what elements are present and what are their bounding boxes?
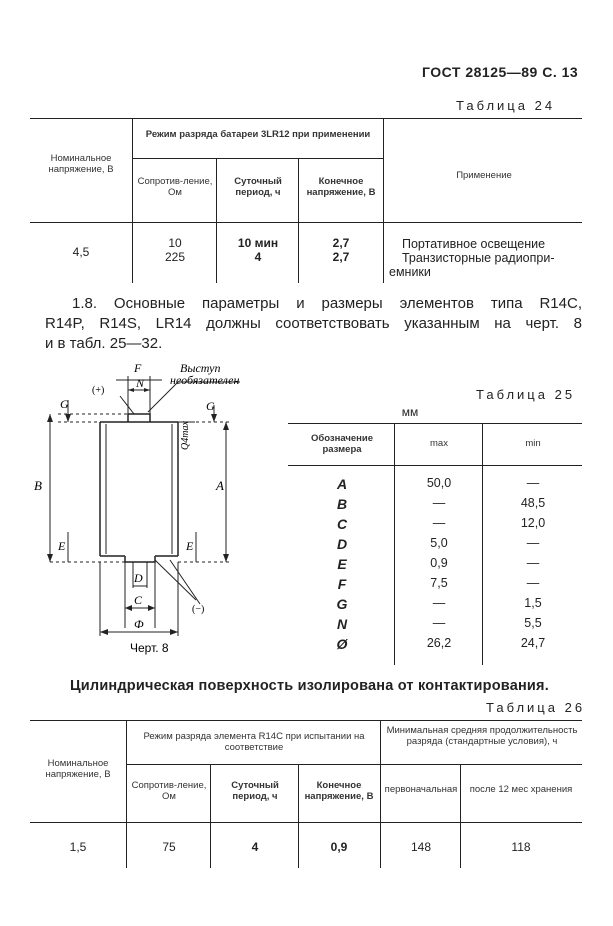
table25-cell-designation: F — [337, 576, 347, 592]
table26-col-nominal: Номинальное напряжение, В — [45, 758, 111, 780]
table24-group-header: Режим разряда батареи 3LR12 при применен… — [145, 129, 371, 140]
table24-cell-application-1: Портативное освещение — [402, 237, 546, 251]
table25-cell-min: 24,7 — [520, 636, 546, 650]
drawing-letter-D: D — [133, 571, 143, 585]
table25-col-max: max — [430, 438, 448, 449]
drawing-fig8: F N (+) Выступ необязателен G G B A Q4ma… — [34, 361, 240, 655]
table25-cell-min: 48,5 — [520, 496, 546, 510]
table26-col-initial: первоначальная — [384, 784, 458, 795]
table26-cell-nominal: 1,5 — [69, 840, 87, 854]
table25-cell-min: 12,0 — [520, 516, 546, 530]
drawing-caption: Черт. 8 — [130, 641, 169, 655]
paragraph-line-2: R14P, R14S, LR14 должны соответствовать … — [45, 315, 582, 332]
drawing-letter-G-left: G — [60, 397, 69, 411]
table26-cell-daily: 4 — [251, 840, 259, 854]
table26-cell-initial: 148 — [410, 840, 432, 854]
table24-cell-daily-1: 10 мин — [237, 236, 279, 250]
table25-cell-max: 0,9 — [430, 556, 448, 570]
table25-cell-designation: N — [336, 616, 348, 632]
page-header: ГОСТ 28125—89 С. 13 — [422, 64, 579, 80]
table26-col-resistance: Сопротив-ление, Ом — [131, 780, 207, 802]
table25-caption: Таблица 25 — [476, 387, 576, 402]
table25-cell-designation: B — [336, 496, 348, 512]
table25-cell-max: — — [432, 496, 446, 510]
drawing-label-protrusion-1: Выступ — [180, 361, 220, 375]
table25-cell-designation: A — [336, 476, 348, 492]
table26-cell-after: 118 — [511, 840, 531, 854]
table24-col-resistance: Сопротив-ление, Ом — [137, 176, 213, 198]
table26-group-mode: Режим разряда элемента R14C при испытани… — [143, 731, 365, 753]
drawing-letter-E-right: E — [185, 539, 194, 553]
table26-col-final: Конечное напряжение, В — [304, 780, 374, 802]
paragraph-line-3: и в табл. 25—32. — [45, 335, 163, 352]
table26-cell-resistance: 75 — [162, 840, 176, 854]
table25-cell-min: — — [526, 556, 540, 570]
table25-cell-min: 1,5 — [524, 596, 542, 610]
table26-col-daily: Суточный период, ч — [231, 780, 279, 802]
table25-cell-max: 5,0 — [430, 536, 448, 550]
table24-cell-nominal: 4,5 — [72, 245, 90, 259]
drawing-letter-C: C — [134, 593, 143, 607]
table24-cell-daily-2: 4 — [254, 250, 262, 264]
table24-caption: Таблица 24 — [456, 98, 556, 113]
table25-cell-max: — — [432, 516, 446, 530]
table24-cell-application-3: емники — [389, 265, 431, 279]
drawing-plus: (+) — [92, 385, 104, 396]
table25-unit: мм — [401, 405, 419, 419]
table24-cell-final-1: 2,7 — [332, 236, 350, 250]
table25-cell-designation: D — [336, 536, 348, 552]
table24-cell-application-2: Транзисторные радиопри- — [402, 251, 555, 265]
table26-cell-final: 0,9 — [330, 840, 348, 854]
drawing-letter-Q4max: Q4max — [180, 421, 191, 450]
table26-group-duration: Минимальная средняя продолжительность ра… — [386, 725, 578, 747]
table24-col-nominal: Номинальное напряжение, В — [48, 153, 114, 175]
drawing-label-protrusion-2: необязателен — [170, 373, 240, 387]
drawing-letter-A: A — [215, 478, 224, 493]
table24-col-application: Применение — [456, 170, 512, 181]
table24-cell-final-2: 2,7 — [332, 250, 350, 264]
drawing-letter-diameter: Ф — [134, 617, 144, 631]
table25-cell-max: 7,5 — [430, 576, 448, 590]
drawing-letter-G-right: G — [206, 399, 215, 413]
table25-cell-max: 26,2 — [426, 636, 452, 650]
table25-cell-min: — — [526, 576, 540, 590]
table25-cell-max: — — [432, 616, 446, 630]
table25-cell-max: 50,0 — [426, 476, 452, 490]
drawing-letter-E-left: E — [57, 539, 66, 553]
table24-col-daily: Суточный период, ч — [234, 176, 282, 198]
drawing-minus: (−) — [192, 604, 204, 615]
drawing-letter-F: F — [133, 361, 142, 375]
table25-cell-max: — — [432, 596, 446, 610]
table26-caption: Таблица 26 — [486, 700, 586, 715]
table25-cell-designation: C — [336, 516, 348, 532]
note-insulation: Цилиндрическая поверхность изолирована о… — [70, 678, 549, 694]
table25-cell-min: — — [526, 476, 540, 490]
table24-cell-resistance-2: 225 — [164, 250, 186, 264]
paragraph-line-1: 1.8. Основные параметры и размеры элемен… — [72, 295, 582, 312]
table25-cell-designation: Ø — [336, 636, 348, 652]
drawing-letter-N: N — [135, 376, 145, 390]
table25-cell-designation: G — [336, 596, 348, 612]
table26-col-after: после 12 мес хранения — [469, 784, 573, 795]
table25-cell-min: — — [526, 536, 540, 550]
table25-cell-min: 5,5 — [524, 616, 542, 630]
table25-col-min: min — [525, 438, 541, 449]
drawing-letter-B: B — [34, 478, 42, 493]
table25-col-designation: Обозначение размера — [310, 433, 374, 455]
table25-cell-designation: E — [337, 556, 347, 572]
table24-col-final: Конечное напряжение, В — [306, 176, 376, 198]
table24-cell-resistance-1: 10 — [168, 236, 182, 250]
